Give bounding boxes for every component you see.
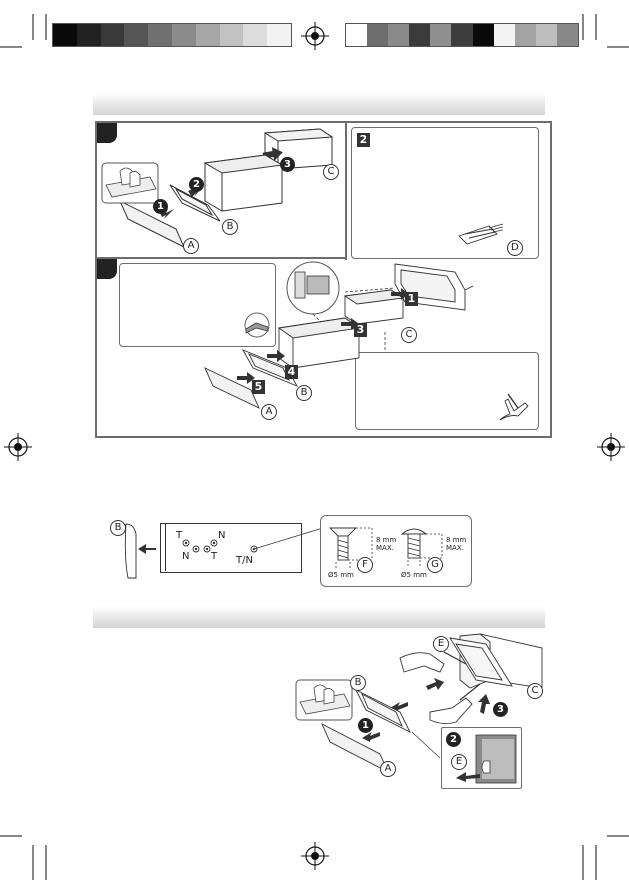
color-bar-left: [52, 23, 292, 47]
terminal-n-1: N: [218, 530, 226, 541]
install-step-3: 3: [354, 323, 367, 337]
screw-f-diameter: Ø5 mm: [328, 571, 354, 579]
right-swatch-7: [472, 24, 494, 46]
step-dot-2: 2: [189, 177, 204, 192]
label-c-panel3: C: [401, 327, 417, 343]
right-swatch-1: [346, 24, 368, 46]
label-a-panel1: A: [183, 238, 199, 254]
bracket-tab-icon: [244, 312, 270, 338]
screw-f-drawing: [328, 527, 373, 568]
terminal-t-1: T: [176, 530, 183, 541]
wiring-connector-illustration: [458, 223, 504, 245]
registration-mark-bottom: [301, 842, 329, 870]
right-swatch-3: [388, 24, 410, 46]
left-swatch-9: [243, 24, 268, 46]
note-inset-right: [355, 352, 539, 430]
install-step-5: 5: [252, 380, 265, 394]
screw-f-length: 8 mm: [376, 536, 397, 544]
removal-step-dot-1: 1: [358, 718, 373, 733]
step-dot-1: 1: [153, 199, 168, 214]
label-d: D: [507, 240, 523, 256]
terminal-tn: T/N: [236, 555, 253, 566]
registration-mark-top: [301, 22, 329, 50]
label-a-panel3: A: [261, 404, 277, 420]
label-a-section2: A: [380, 761, 396, 777]
removal-step-dot-3: 3: [493, 702, 508, 717]
right-swatch-10: [535, 24, 557, 46]
right-swatch-5: [430, 24, 452, 46]
screw-g-diameter: Ø5 mm: [401, 571, 427, 579]
right-swatch-9: [514, 24, 536, 46]
left-swatch-6: [171, 24, 196, 46]
left-swatch-3: [100, 24, 125, 46]
screw-g-drawing: [400, 528, 443, 568]
trim-side-piece: [124, 523, 156, 579]
left-swatch-2: [76, 24, 101, 46]
right-swatch-11: [556, 24, 579, 46]
terminal-holes: [182, 526, 327, 553]
right-swatch-8: [493, 24, 515, 46]
right-swatch-4: [409, 24, 431, 46]
release-key-arrow: [456, 772, 480, 782]
section-header-band-2: [93, 606, 545, 628]
release-key-detail: [475, 734, 517, 784]
screw-g-length: 8 mm: [446, 536, 467, 544]
panel3-corner-badge: [97, 259, 117, 279]
left-swatch-4: [124, 24, 149, 46]
left-swatch-7: [195, 24, 220, 46]
label-b-section2: B: [350, 675, 366, 691]
terminal-t-2: T: [211, 551, 218, 562]
side-bracket-inner-line: [165, 523, 166, 571]
step-dot-3: 3: [280, 157, 295, 172]
left-swatch-1: [53, 24, 77, 46]
side-bracket-plate: [160, 523, 302, 573]
left-swatch-5: [148, 24, 172, 46]
label-b-screw: B: [110, 520, 126, 536]
install-step-1: 1: [405, 292, 418, 306]
terminal-n-2: N: [182, 551, 190, 562]
screw-g-max: MAX.: [446, 544, 464, 552]
wiring-panel: [351, 127, 539, 259]
installation-illustration: [204, 261, 474, 409]
section-header-band-1: [93, 93, 545, 115]
installation-frame: [95, 121, 552, 438]
right-swatch-2: [367, 24, 389, 46]
label-e-inset: E: [451, 754, 467, 770]
hand-tool-icon: [499, 393, 529, 421]
screw-f-max: MAX.: [376, 544, 394, 552]
install-step-4: 4: [285, 365, 298, 379]
removal-step-dot-2: 2: [446, 732, 461, 747]
label-f: F: [357, 557, 373, 573]
label-c-section2: C: [527, 683, 543, 699]
label-g: G: [427, 557, 443, 573]
right-swatch-6: [451, 24, 473, 46]
removal-unit-illustration: [295, 633, 543, 773]
label-b-panel3: B: [296, 385, 312, 401]
registration-mark-left: [4, 433, 32, 461]
panel-divider: [345, 123, 347, 260]
color-bar-right: [345, 23, 579, 47]
registration-mark-right: [597, 433, 625, 461]
wiring-step-number: 2: [357, 133, 370, 147]
label-c-panel1: C: [323, 164, 339, 180]
left-swatch-8: [219, 24, 244, 46]
left-swatch-10: [267, 24, 291, 46]
removal-illustration: [101, 128, 334, 249]
label-e-top: E: [433, 636, 449, 652]
label-b-panel1: B: [222, 219, 238, 235]
panel-divider-horizontal: [97, 257, 347, 259]
panel1-corner-badge: [97, 123, 117, 143]
